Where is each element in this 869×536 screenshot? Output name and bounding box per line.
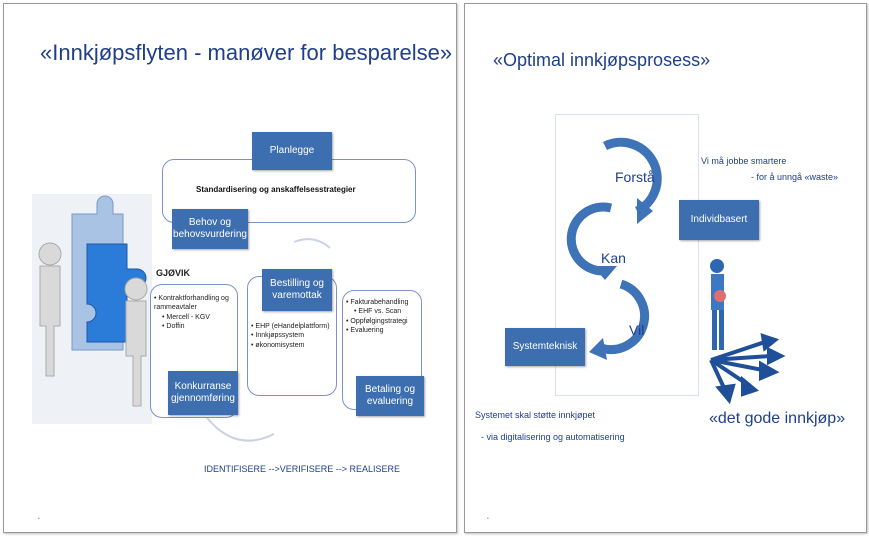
smartere-line1: Vi må jobbe smartere [701,156,787,166]
list1-item-2: • Doffin [162,323,185,331]
bestilling-list: • EHP (eHandelplattform) • Innkjøpssyste… [251,322,330,350]
slide2-page-number: • [487,516,489,522]
list3-item-0: • Fakturabehandling [346,299,409,306]
faktura-list: • Fakturabehandling • EHF vs. Scan • Opp… [346,298,408,336]
slide-right: «Optimal innkjøpsprosess» Forstå Kan Vil… [464,3,867,533]
list1-item-1: • Mercell - KGV [162,313,210,321]
list2-item-1: • Innkjøpssystem [251,332,305,340]
behov-box: Behov og behovsvurdering [172,209,248,249]
list2-item-2: • økonomisystem [251,341,305,349]
list3-item-1: • EHF vs. Scan [354,308,402,316]
person-arrows-image [709,259,786,405]
det-gode-innkjop: «det gode innkjøp» [709,410,846,427]
forsta-kan-vil-cycle [566,137,662,360]
konkurranse-box: Konkurranse gjennomføring [168,371,238,415]
identifisere-footer: IDENTIFISERE -->VERIFISERE --> REALISERE [204,464,401,474]
list3-item-2: • Oppfølgingstrategi [346,317,408,325]
slide1-page-number: • [38,516,40,522]
smartere-line2: - for å unngå «waste» [751,172,839,182]
gjovik-label: GJØVIK [156,268,191,278]
slide-left: «Innkjøpsflyten - manøver for besparelse… [3,3,457,533]
list3-item-3: • Evaluering [346,327,384,335]
slide2-title: «Optimal innkjøpsprosess» [493,50,711,70]
betaling-box: Betaling og evaluering [356,376,424,416]
standardisering-label: Standardisering og anskaffelsesstrategie… [196,185,356,194]
planlegge-box: Planlegge [252,132,332,170]
kan-label: Kan [601,250,626,266]
kontrakt-list: • Kontraktforhandling og rammeavtaler • … [154,294,234,332]
forsta-label: Forstå [615,169,655,185]
list1-item-0: • Kontraktforhandling og rammeavtaler [154,295,229,312]
stotte-line1: Systemet skal støtte innkjøpet [475,410,596,420]
cycle-frame [555,114,699,396]
systemteknisk-box: Systemteknisk [505,328,585,366]
slide1-title: «Innkjøpsflyten - manøver for besparelse… [40,40,453,65]
puzzle-people-image [32,194,152,424]
stotte-line2: - via digitalisering og automatisering [481,432,625,442]
list2-item-0: • EHP (eHandelplattform) [251,323,330,330]
vil-label: Vil [629,322,645,338]
individbasert-box: Individbasert [679,200,759,240]
bestilling-box: Bestilling og varemottak [262,269,332,311]
cycle-arcs [203,238,331,442]
